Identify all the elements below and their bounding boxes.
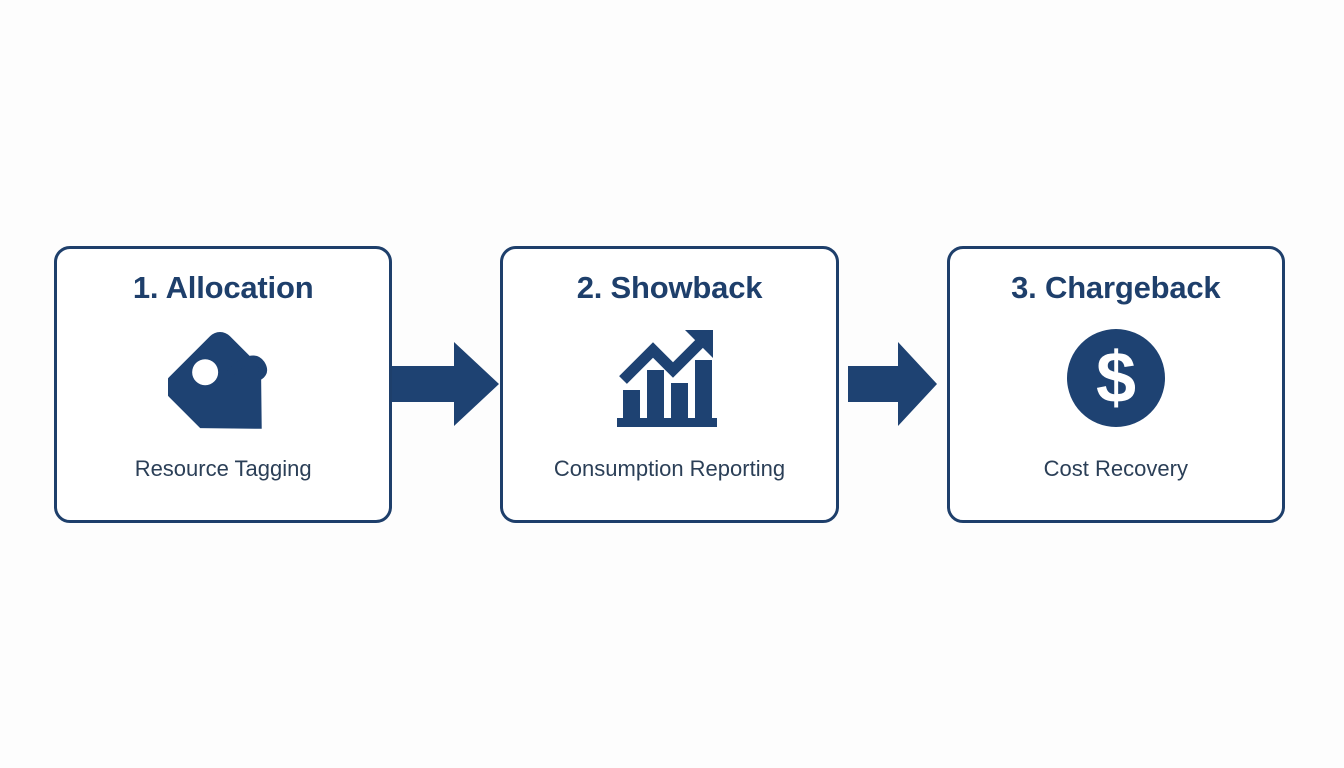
step-icon-wrap-allocation [57, 305, 389, 456]
step-subtitle-chargeback: Cost Recovery [1043, 455, 1188, 481]
svg-text:$: $ [1096, 338, 1136, 418]
step-subtitle-showback: Consumption Reporting [553, 455, 786, 481]
dollar-circle-icon: $ [1066, 328, 1166, 433]
connector-2 [839, 340, 947, 428]
connector-1 [392, 340, 500, 428]
step-subtitle-allocation: Resource Tagging [134, 455, 312, 481]
step-icon-wrap-chargeback: $ [950, 305, 1282, 456]
step-card-chargeback[interactable]: 3. Chargeback $ Cost Recovery [946, 245, 1285, 523]
step-icon-wrap-showback [503, 305, 835, 456]
step-title-chargeback: 3. Chargeback [1011, 269, 1221, 305]
step-title-allocation: 1. Allocation [132, 269, 314, 305]
arrow-right-icon [847, 340, 938, 428]
bar-chart-growth-icon [617, 328, 721, 433]
price-tag-icon [165, 326, 278, 435]
step-card-allocation[interactable]: 1. Allocation Resource Tagging [54, 245, 393, 523]
step-title-showback: 2. Showback [576, 269, 763, 305]
step-card-showback[interactable]: 2. Showback C [500, 245, 839, 523]
arrow-right-icon [392, 340, 500, 428]
